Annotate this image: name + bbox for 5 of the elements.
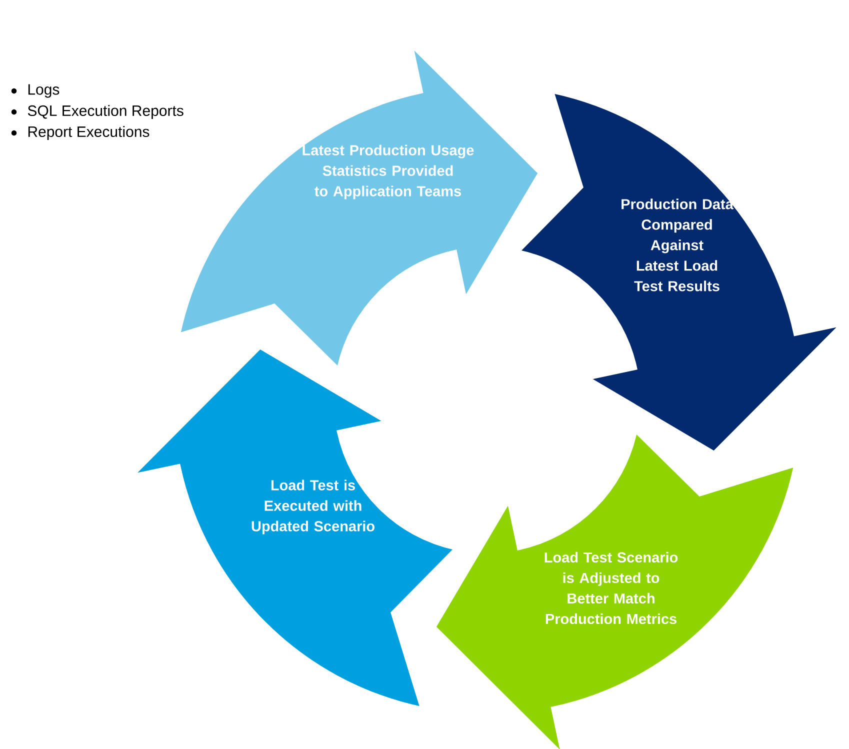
list-item: Logs — [28, 84, 60, 98]
arrow-segment: Load Test is Executed with Updated Scenario — [131, 346, 457, 710]
arrow-segment: Production Data Compared Against Latest Load Test Results — [517, 90, 843, 454]
arrow-segment: Load Test Scenario is Adjusted to Better Match Production Metrics — [433, 430, 797, 749]
list-item: Report Executions — [28, 126, 150, 140]
